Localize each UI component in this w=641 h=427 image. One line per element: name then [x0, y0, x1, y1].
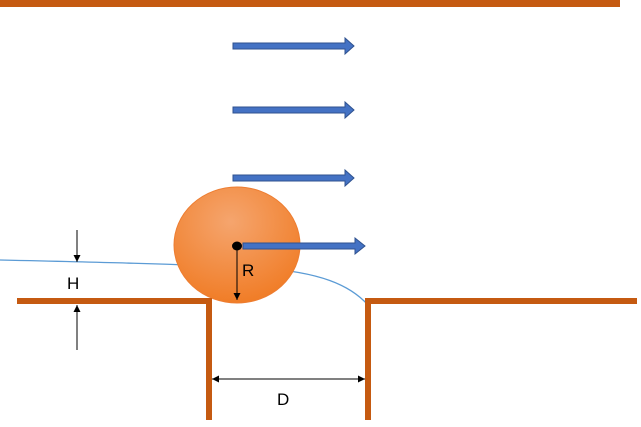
width-label: D — [277, 390, 289, 409]
flow-arrow-2 — [232, 100, 355, 120]
ball-center-dot — [232, 241, 242, 251]
height-label: H — [67, 274, 79, 293]
top-wall — [0, 0, 620, 7]
flow-arrows — [232, 36, 355, 188]
radius-label: R — [242, 261, 254, 280]
floor-left — [17, 298, 212, 420]
ball-arrow — [242, 236, 366, 256]
floor-right — [365, 298, 637, 420]
flow-arrow-3 — [232, 168, 355, 188]
flow-arrow-1 — [232, 36, 355, 56]
